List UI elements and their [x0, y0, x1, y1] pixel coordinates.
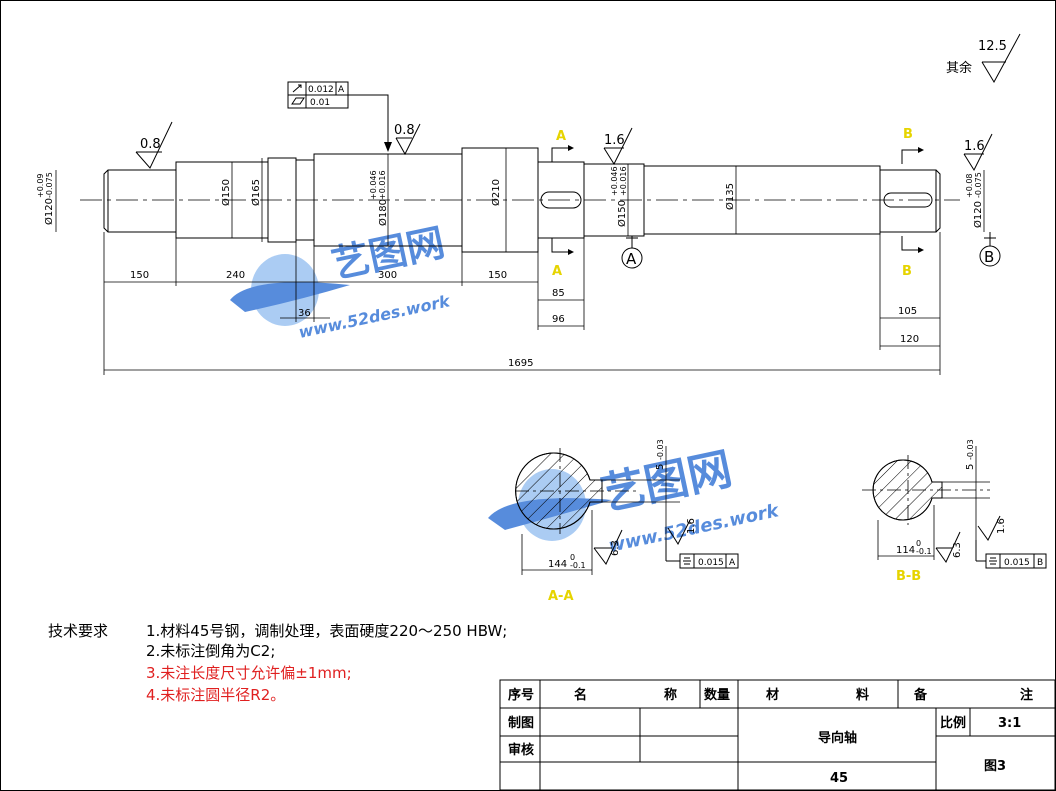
- dim-d180: Ø180: [377, 199, 389, 226]
- requirement-1: 1.材料45号钢，调制处理，表面硬度220～250 HBW;: [146, 622, 507, 640]
- ra-default-label: 其余: [946, 60, 972, 76]
- dim-d120-right: Ø120: [972, 201, 984, 228]
- dim-d135: Ø135: [724, 183, 736, 210]
- dim-d120-left-tol-lower: -0.075: [45, 172, 54, 198]
- dim-d120-right-tol-upper: +0.08: [965, 173, 974, 198]
- ra-left-journal: 0.8: [140, 137, 161, 152]
- ra-right-journal: 1.6: [964, 139, 985, 154]
- dim-1695: 1695: [508, 358, 533, 369]
- dim-d150: Ø150: [220, 179, 232, 206]
- tb-header-name-1: 名: [574, 687, 587, 703]
- section-mark-b-top: B: [903, 127, 913, 142]
- section-a-width-tol: -0.03: [656, 439, 665, 460]
- tb-header-remark-2: 注: [1020, 687, 1033, 703]
- requirement-4: 4.未标注圆半径R2。: [146, 686, 285, 704]
- section-b-ra-keyway: 1.6: [996, 518, 1007, 534]
- section-b-sym-value: 0.015: [1004, 558, 1030, 568]
- tol-row1-value: 0.012: [308, 85, 334, 95]
- section-a-ra-keyway: 1.6: [686, 518, 697, 534]
- section-mark-b-bottom: B: [902, 264, 912, 279]
- tb-header-name-2: 称: [664, 687, 677, 703]
- datum-a-label: A: [626, 250, 637, 268]
- dim-d210: Ø210: [490, 179, 502, 206]
- dim-d150-b-tol-lower: +0.016: [619, 166, 628, 196]
- tb-header-remark-1: 备: [913, 687, 928, 703]
- section-a-width: 5: [655, 464, 666, 470]
- tolerance-frame: [287, 81, 389, 146]
- tb-checked-by: 审核: [508, 742, 534, 758]
- ra-default-value: 12.5: [978, 39, 1007, 54]
- section-b-width: 5: [965, 464, 976, 470]
- dim-105: 105: [898, 306, 917, 317]
- title-block: [499, 679, 1056, 791]
- tb-drawing-number: 图3: [984, 759, 1006, 774]
- datum-b-label: B: [984, 248, 994, 266]
- tb-scale-value: 3:1: [998, 716, 1021, 731]
- dim-d120-left-tol-upper: +0.09: [36, 173, 45, 198]
- section-a-depth: 144: [548, 559, 567, 570]
- tb-header-material-1: 材: [766, 687, 779, 703]
- dim-85: 85: [552, 288, 565, 299]
- section-mark-a-bottom: A: [552, 264, 562, 279]
- datum-marker-b: [979, 232, 1001, 267]
- tol-row2-value: 0.01: [310, 98, 330, 108]
- dim-d150-b-tol-upper: +0.046: [610, 166, 619, 196]
- section-a-sym-value: 0.015: [698, 558, 724, 568]
- section-cut-markers: [551, 147, 918, 253]
- tb-header-material-2: 料: [856, 687, 869, 703]
- section-a-sym-datum: A: [729, 558, 736, 568]
- section-a-depth-tol-lower: -0.1: [570, 561, 586, 570]
- dim-120: 120: [900, 334, 919, 345]
- section-b-depth-tol-upper: 0: [916, 539, 921, 548]
- dim-d150-b: Ø150: [616, 200, 628, 227]
- dim-d120-right-tol-lower: -0.075: [974, 172, 983, 198]
- diameter-dimensions: [55, 148, 985, 252]
- section-b-depth-tol-lower: -0.1: [916, 547, 932, 556]
- section-a-ra-depth: 6.3: [610, 540, 621, 556]
- section-mark-a-top: A: [556, 129, 566, 144]
- dim-150b: 150: [488, 270, 507, 281]
- section-b-depth: 114: [896, 545, 915, 556]
- requirement-3: 3.未注长度尺寸允许偏±1mm;: [146, 664, 352, 682]
- dim-240: 240: [226, 270, 245, 281]
- dim-36: 36: [298, 308, 311, 319]
- section-a-title: A-A: [548, 589, 574, 604]
- ra-mid-journal: 1.6: [604, 133, 625, 148]
- dim-300: 300: [378, 270, 397, 281]
- tb-scale-label: 比例: [940, 715, 966, 731]
- datum-marker-a: [621, 236, 643, 269]
- tb-part-name: 导向轴: [818, 730, 857, 746]
- roughness-symbols: [135, 33, 1021, 172]
- section-b-ra-depth: 6.3: [952, 542, 963, 558]
- section-a-view: [515, 446, 739, 575]
- section-b-sym-datum: B: [1037, 558, 1043, 568]
- ra-shoulder: 0.8: [394, 123, 415, 138]
- dim-d120-left: Ø120: [43, 198, 55, 225]
- section-b-title: B-B: [896, 569, 921, 584]
- tb-material: 45: [830, 771, 848, 786]
- dim-150: 150: [130, 270, 149, 281]
- requirements-label: 技术要求: [48, 622, 108, 640]
- watermark-title-bottom: 艺图网: [597, 443, 737, 520]
- section-b-view: [862, 446, 1047, 569]
- section-a-depth-tol-upper: 0: [570, 553, 575, 562]
- dim-d180-tol-lower: +0.016: [378, 170, 387, 200]
- tb-header-no: 序号: [508, 687, 534, 703]
- watermark-url-top: www.52des.work: [297, 291, 453, 342]
- dim-96: 96: [552, 314, 565, 325]
- tb-header-qty: 数量: [704, 687, 730, 703]
- dim-d165: Ø165: [250, 179, 262, 206]
- length-dimension-lines: [103, 232, 941, 375]
- section-b-width-tol: -0.03: [966, 439, 975, 460]
- tb-drawn-by: 制图: [508, 715, 534, 731]
- requirement-2: 2.未标注倒角为C2;: [146, 642, 275, 660]
- dim-d180-tol-upper: +0.046: [369, 170, 378, 200]
- tol-row1-datum: A: [338, 85, 345, 95]
